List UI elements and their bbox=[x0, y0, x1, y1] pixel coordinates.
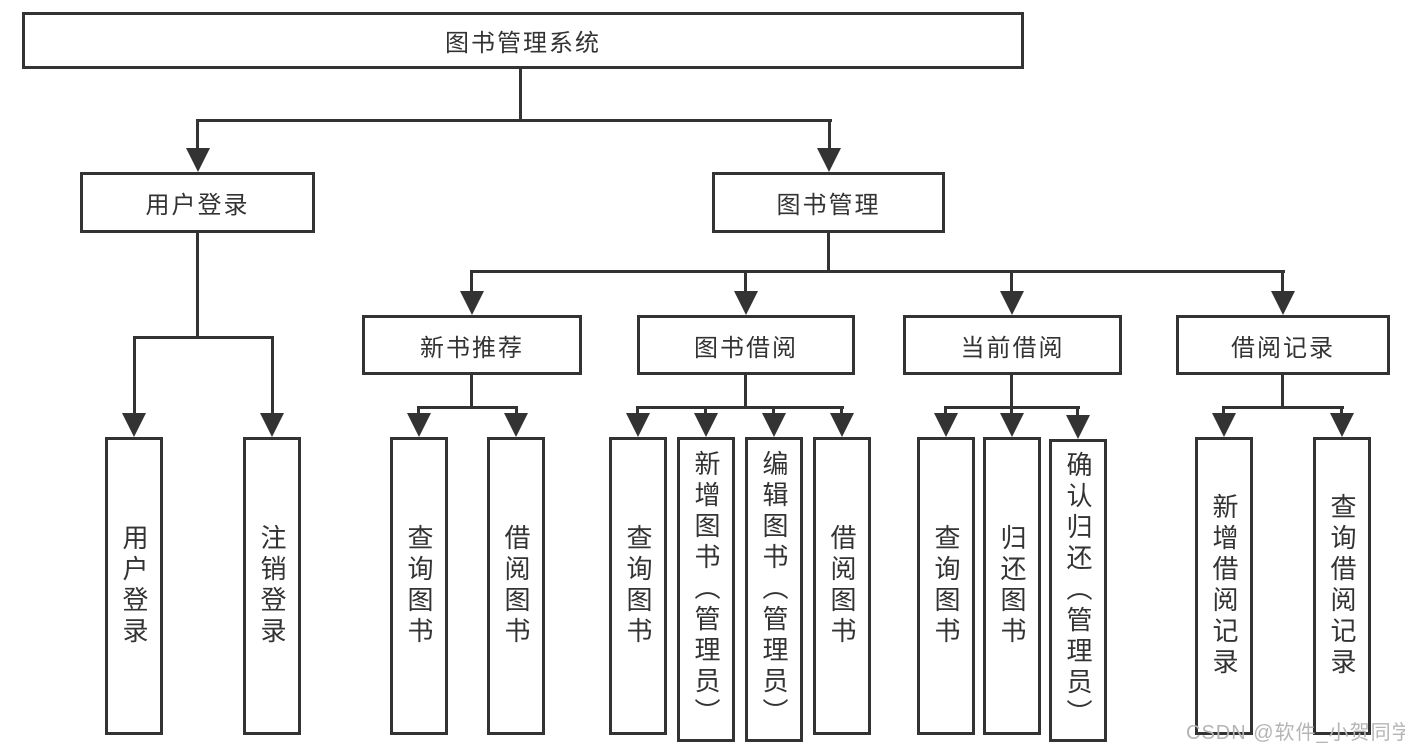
connector-root-vline bbox=[519, 69, 522, 121]
leaf-confirm-return-admin: 确认归还（管理员） bbox=[1049, 439, 1107, 742]
connector-user-login-hline bbox=[133, 336, 274, 339]
leaf-query-borrow-record: 查询借阅记录 bbox=[1313, 437, 1371, 735]
connector-new-book-vline bbox=[470, 375, 473, 408]
connector-user-login-stem-1 bbox=[133, 336, 136, 416]
leaf-borrow-books-1-label: 借阅图书 bbox=[501, 524, 531, 648]
leaf-edit-books-admin-label: 编辑图书（管理员） bbox=[759, 450, 789, 729]
arrow-down-icon bbox=[460, 291, 484, 315]
arrow-down-icon bbox=[934, 413, 958, 437]
leaf-query-books-2-label: 查询图书 bbox=[623, 524, 653, 648]
leaf-add-borrow-record-label: 新增借阅记录 bbox=[1209, 493, 1239, 679]
node-book-management: 图书管理 bbox=[712, 172, 945, 233]
connector-new-book-stem-2 bbox=[515, 406, 518, 418]
connector-book-borrow-vline bbox=[744, 375, 747, 408]
connector-book-mgmt-stem-2 bbox=[744, 270, 747, 294]
connector-current-borrow-stem-2 bbox=[1010, 406, 1013, 418]
arrow-down-icon bbox=[1271, 291, 1295, 315]
leaf-return-books-label: 归还图书 bbox=[997, 524, 1027, 648]
connector-book-mgmt-hline bbox=[471, 270, 1285, 273]
connector-user-login-stem-2 bbox=[271, 336, 274, 416]
leaf-logout: 注销登录 bbox=[243, 437, 301, 735]
connector-current-borrow-stem-1 bbox=[944, 406, 947, 418]
leaf-query-books-3-label: 查询图书 bbox=[931, 524, 961, 648]
csdn-watermark: CSDN @软件_小贺同学 bbox=[1186, 722, 1405, 744]
node-user-login-label: 用户登录 bbox=[145, 192, 250, 219]
connector-book-borrow-stem-3 bbox=[772, 406, 775, 418]
leaf-add-borrow-record: 新增借阅记录 bbox=[1195, 437, 1253, 735]
leaf-query-books-1-label: 查询图书 bbox=[404, 524, 434, 648]
leaf-user-login: 用户登录 bbox=[105, 437, 163, 735]
arrow-down-icon bbox=[186, 148, 210, 172]
arrow-down-icon bbox=[1000, 291, 1024, 315]
connector-current-borrow-vline bbox=[1010, 375, 1013, 408]
arrow-down-icon bbox=[694, 413, 718, 437]
connector-new-book-stem-1 bbox=[417, 406, 420, 418]
arrow-down-icon bbox=[407, 413, 431, 437]
arrow-down-icon bbox=[504, 413, 528, 437]
connector-book-borrow-stem-4 bbox=[840, 406, 843, 418]
leaf-query-books-1: 查询图书 bbox=[390, 437, 448, 735]
connector-book-mgmt-stem-3 bbox=[1010, 270, 1013, 294]
connector-book-borrow-stem-2 bbox=[704, 406, 707, 418]
node-new-book-recommend: 新书推荐 bbox=[362, 315, 582, 375]
connector-new-book-hline bbox=[417, 406, 518, 409]
node-user-login: 用户登录 bbox=[80, 172, 315, 233]
arrow-down-icon bbox=[762, 413, 786, 437]
node-new-book-recommend-label: 新书推荐 bbox=[420, 334, 524, 362]
leaf-borrow-books-2-label: 借阅图书 bbox=[827, 524, 857, 648]
arrow-down-icon bbox=[260, 413, 284, 437]
connector-book-mgmt-stem-4 bbox=[1281, 270, 1284, 294]
node-root-label: 图书管理系统 bbox=[445, 30, 601, 57]
node-book-management-label: 图书管理 bbox=[776, 192, 881, 219]
connector-borrow-records-stem-1 bbox=[1222, 406, 1225, 418]
arrow-down-icon bbox=[734, 291, 758, 315]
connector-root-hline bbox=[196, 119, 832, 122]
arrow-down-icon bbox=[817, 148, 841, 172]
connector-current-borrow-stem-3 bbox=[1076, 406, 1079, 418]
arrow-down-icon bbox=[122, 413, 146, 437]
leaf-user-login-label: 用户登录 bbox=[119, 524, 149, 648]
arrow-down-icon bbox=[1000, 413, 1024, 437]
leaf-logout-label: 注销登录 bbox=[257, 524, 287, 648]
leaf-query-books-3: 查询图书 bbox=[917, 437, 975, 735]
connector-user-login-vline bbox=[196, 233, 199, 338]
connector-book-borrow-stem-1 bbox=[636, 406, 639, 418]
node-current-borrow: 当前借阅 bbox=[903, 315, 1122, 375]
node-book-borrow-label: 图书借阅 bbox=[694, 334, 798, 362]
leaf-query-books-2: 查询图书 bbox=[609, 437, 667, 735]
arrow-down-icon bbox=[1066, 415, 1090, 439]
connector-book-mgmt-vline bbox=[827, 233, 830, 273]
leaf-query-borrow-record-label: 查询借阅记录 bbox=[1327, 493, 1357, 679]
node-borrow-records: 借阅记录 bbox=[1176, 315, 1390, 375]
leaf-add-books-admin: 新增图书（管理员） bbox=[677, 437, 735, 742]
arrow-down-icon bbox=[1212, 413, 1236, 437]
node-book-borrow: 图书借阅 bbox=[637, 315, 855, 375]
connector-borrow-records-vline bbox=[1281, 375, 1284, 408]
arrow-down-icon bbox=[626, 413, 650, 437]
connector-borrow-records-stem-2 bbox=[1340, 406, 1343, 418]
leaf-borrow-books-2: 借阅图书 bbox=[813, 437, 871, 735]
node-root: 图书管理系统 bbox=[22, 12, 1024, 69]
connector-book-mgmt-stem-1 bbox=[470, 270, 473, 294]
connector-root-stem-right bbox=[828, 119, 831, 154]
leaf-confirm-return-admin-label: 确认归还（管理员） bbox=[1063, 451, 1093, 730]
node-borrow-records-label: 借阅记录 bbox=[1231, 334, 1335, 362]
node-current-borrow-label: 当前借阅 bbox=[960, 334, 1065, 362]
connector-root-stem-left bbox=[196, 119, 199, 154]
leaf-return-books: 归还图书 bbox=[983, 437, 1041, 735]
leaf-add-books-admin-label: 新增图书（管理员） bbox=[691, 450, 721, 729]
leaf-borrow-books-1: 借阅图书 bbox=[487, 437, 545, 735]
connector-borrow-records-hline bbox=[1222, 406, 1344, 409]
connector-book-borrow-hline bbox=[636, 406, 844, 409]
arrow-down-icon bbox=[1330, 413, 1354, 437]
arrow-down-icon bbox=[830, 413, 854, 437]
leaf-edit-books-admin: 编辑图书（管理员） bbox=[745, 437, 803, 742]
